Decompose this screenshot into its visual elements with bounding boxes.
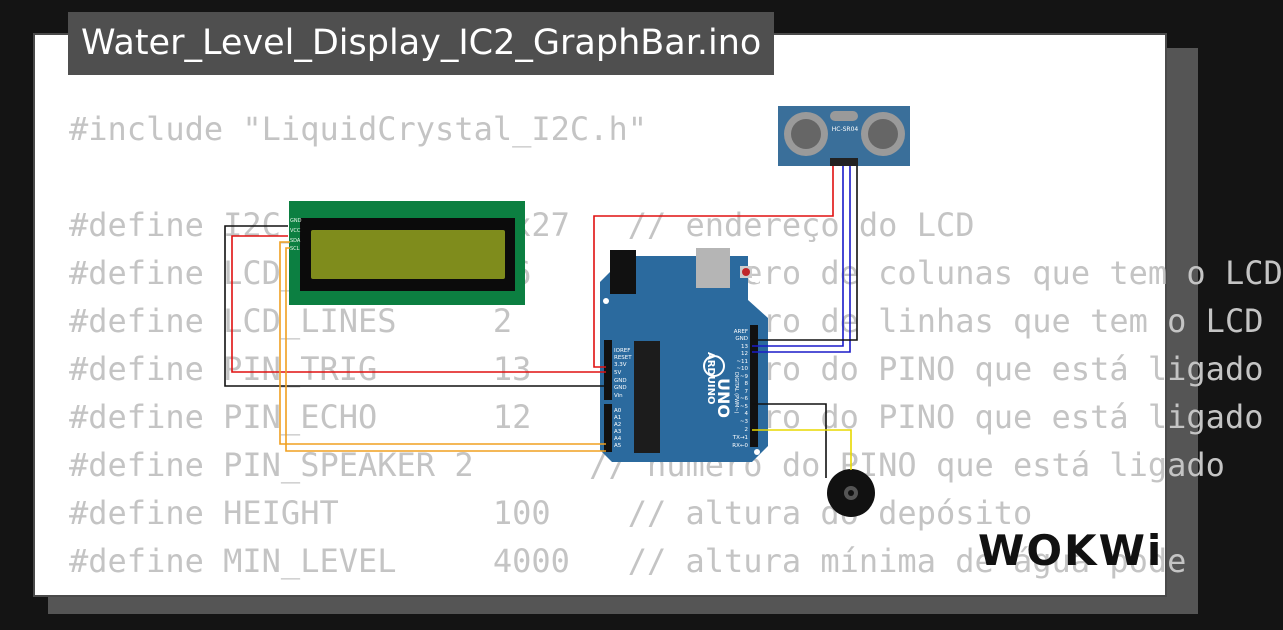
analog-pin-label: A4 <box>614 436 622 442</box>
digital-pin-label: RX←0 <box>732 443 748 449</box>
power-pin-label: GND <box>614 385 627 391</box>
digital-pin-label: 7 <box>745 389 749 395</box>
power-pin-label: GND <box>614 378 627 384</box>
page-title: Water_Level_Display_IC2_GraphBar.ino <box>68 12 775 75</box>
board-brand: ARDUINO <box>705 352 716 404</box>
reset-button[interactable] <box>742 268 750 276</box>
wire-red <box>593 166 834 368</box>
digital-pin-label: AREF <box>734 329 748 335</box>
power-pin-label: 3.3V <box>614 362 627 368</box>
wire-orange <box>285 247 606 452</box>
lcd-pin-label: SDA <box>290 238 301 244</box>
digital-pin-label: ~9 <box>740 374 749 380</box>
digital-pin-label: ~5 <box>740 404 749 410</box>
digital-pin-label: GND <box>735 336 748 342</box>
wire-orange <box>279 241 606 445</box>
digital-pin-label: ~11 <box>736 359 748 365</box>
board-name: UNO <box>714 378 733 418</box>
digital-pin-label: ~6 <box>740 396 749 402</box>
digital-pin-label: 13 <box>741 344 748 350</box>
sensor-label: HC-SR04 <box>832 126 859 133</box>
circuit-diagram: GND VCC SDA SCL ARDUINO UNO DIGITAL (PWM… <box>224 106 910 517</box>
digital-pin-label: 8 <box>745 381 749 387</box>
code-line: #define HEIGHT 100 // altura do depósito <box>69 494 1033 532</box>
digital-pin-label: 12 <box>741 351 748 357</box>
analog-pin-label: A5 <box>614 443 622 449</box>
power-pin-label: RESET <box>614 355 632 361</box>
wire-black <box>224 225 606 387</box>
wire-blue <box>752 166 844 347</box>
board-digital-label: DIGITAL (PWM~) <box>733 372 739 414</box>
wokwi-logo: WOKWi <box>978 526 1164 575</box>
wire-red <box>231 235 606 373</box>
wire-blue <box>752 166 851 353</box>
lcd-pin-label: VCC <box>290 228 301 234</box>
power-pin-label: Vin <box>614 393 623 399</box>
analog-pin-label: A1 <box>614 415 621 421</box>
lcd-pin-label: GND <box>290 218 302 224</box>
power-pin-label: 5V <box>614 370 621 376</box>
arduino-uno-board[interactable]: ARDUINO UNO DIGITAL (PWM~) IOREF RESET 3… <box>600 248 768 462</box>
buzzer[interactable] <box>827 469 875 517</box>
lcd-pin-label: SCL <box>290 246 300 252</box>
lcd-display[interactable]: GND VCC SDA SCL <box>289 201 525 305</box>
analog-pin-label: A2 <box>614 422 621 428</box>
wire-yellow <box>752 429 852 470</box>
code-line: #define MIN_LEVEL 4000 // altura mínima … <box>69 542 1187 580</box>
digital-pin-label: 2 <box>745 427 749 433</box>
digital-pin-label: ~3 <box>740 419 749 425</box>
atmega-chip <box>634 341 660 453</box>
analog-pin-label: A0 <box>614 408 622 414</box>
digital-pin-label: TX→1 <box>732 435 748 441</box>
digital-pin-label: 4 <box>745 411 749 417</box>
wire-black <box>752 403 827 478</box>
wire-black <box>752 166 858 341</box>
power-pin-label: IOREF <box>614 348 630 354</box>
arduino-logo-icon <box>703 355 725 377</box>
code-line: #include "LiquidCrystal_I2C.h" <box>69 110 647 148</box>
analog-pin-label: A3 <box>614 429 622 435</box>
ultrasonic-sensor[interactable]: HC-SR04 <box>778 106 910 166</box>
digital-pin-label: ~10 <box>736 366 748 372</box>
